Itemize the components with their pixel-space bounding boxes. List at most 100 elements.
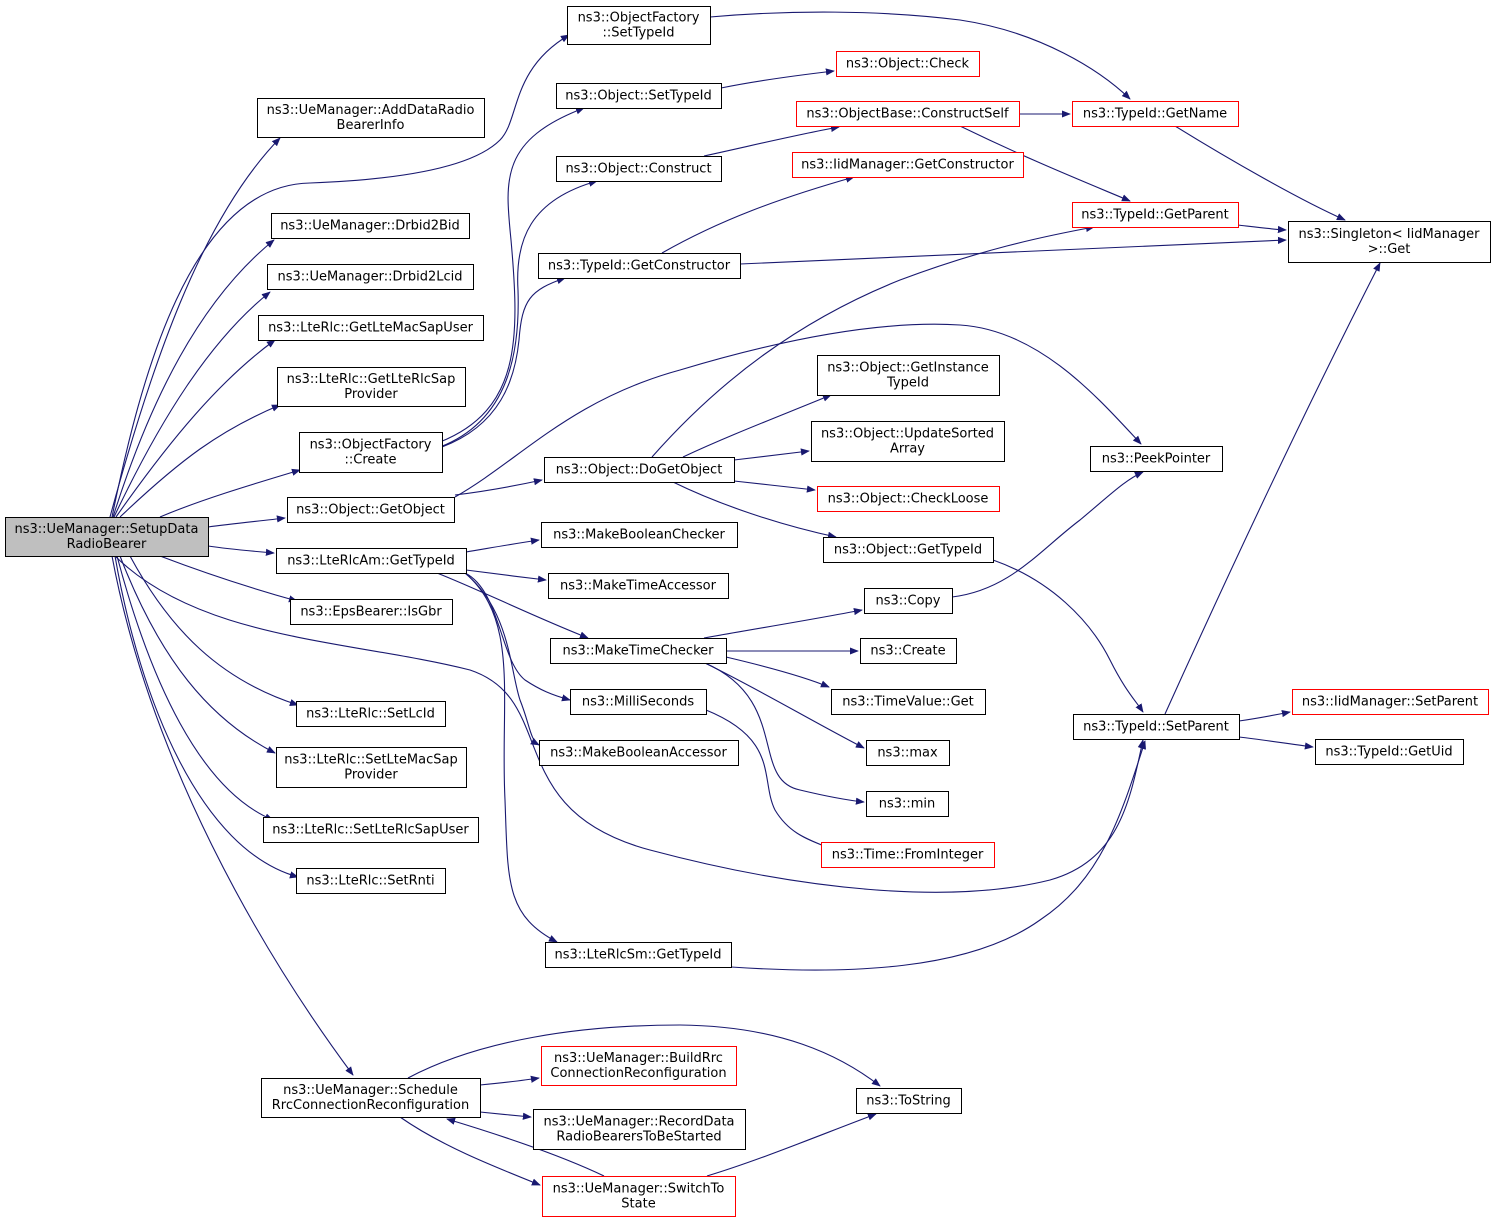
node-box[interactable] — [299, 432, 443, 473]
node-copy[interactable]: ns3::Copy — [864, 588, 953, 614]
node-box[interactable] — [544, 457, 735, 483]
node-box[interactable] — [258, 315, 484, 341]
node-recordDrb[interactable]: ns3::UeManager::RecordDataRadioBearersTo… — [533, 1109, 746, 1150]
node-box[interactable] — [290, 599, 453, 625]
node-box[interactable] — [267, 264, 474, 290]
node-box[interactable] — [567, 6, 711, 45]
node-box[interactable] — [541, 522, 738, 548]
node-box[interactable] — [271, 213, 470, 239]
node-tidSetParent[interactable]: ns3::TypeId::SetParent — [1073, 714, 1240, 740]
node-constructSelf[interactable]: ns3::ObjectBase::ConstructSelf — [796, 101, 1020, 127]
node-box[interactable] — [1292, 689, 1489, 715]
node-box[interactable] — [1315, 739, 1464, 765]
node-iidSetParent[interactable]: ns3::IidManager::SetParent — [1292, 689, 1489, 715]
node-box[interactable] — [796, 101, 1020, 127]
node-box[interactable] — [823, 537, 994, 563]
node-box[interactable] — [296, 701, 446, 727]
node-box[interactable] — [1072, 101, 1239, 127]
node-construct[interactable]: ns3::Object::Construct — [556, 156, 722, 182]
node-box[interactable] — [866, 740, 950, 766]
node-min[interactable]: ns3::min — [866, 791, 949, 817]
node-box[interactable] — [817, 486, 1000, 512]
node-box[interactable] — [866, 791, 949, 817]
node-mkBoolAcc[interactable]: ns3::MakeBooleanAccessor — [539, 740, 739, 766]
node-box[interactable] — [542, 1176, 736, 1217]
node-box[interactable] — [538, 253, 741, 279]
node-setRlcSapUser[interactable]: ns3::LteRlc::SetLteRlcSapUser — [263, 817, 479, 843]
node-singleton[interactable]: ns3::Singleton< IidManager>::Get — [1288, 221, 1491, 263]
node-schedRrc[interactable]: ns3::UeManager::ScheduleRrcConnectionRec… — [261, 1078, 481, 1118]
node-amGetTid[interactable]: ns3::LteRlcAm::GetTypeId — [276, 548, 467, 574]
node-box[interactable] — [550, 638, 727, 664]
node-box[interactable] — [792, 152, 1024, 178]
node-peekPtr[interactable]: ns3::PeekPointer — [1090, 446, 1223, 472]
node-mkTimeChk[interactable]: ns3::MakeTimeChecker — [550, 638, 727, 664]
node-create[interactable]: ns3::Create — [860, 638, 957, 664]
node-box[interactable] — [548, 573, 729, 599]
node-objGetTid[interactable]: ns3::Object::GetTypeId — [823, 537, 994, 563]
node-objSetTypeId[interactable]: ns3::Object::SetTypeId — [556, 83, 722, 109]
node-box[interactable] — [263, 817, 479, 843]
node-getParent[interactable]: ns3::TypeId::GetParent — [1072, 202, 1239, 228]
node-box[interactable] — [5, 517, 209, 557]
node-mkBoolChk[interactable]: ns3::MakeBooleanChecker — [541, 522, 738, 548]
node-box[interactable] — [276, 548, 467, 574]
node-box[interactable] — [556, 83, 722, 109]
node-tidGetCtor[interactable]: ns3::TypeId::GetConstructor — [538, 253, 741, 279]
node-box[interactable] — [831, 689, 986, 715]
node-buildRrc[interactable]: ns3::UeManager::BuildRrcConnectionReconf… — [541, 1046, 737, 1086]
node-box[interactable] — [1090, 446, 1223, 472]
node-ofSetTypeId[interactable]: ns3::ObjectFactory::SetTypeId — [567, 6, 711, 45]
node-box[interactable] — [1288, 221, 1491, 263]
node-box[interactable] — [257, 98, 485, 138]
node-isGbr[interactable]: ns3::EpsBearer::IsGbr — [290, 599, 453, 625]
node-ms[interactable]: ns3::MilliSeconds — [570, 689, 707, 715]
node-toString[interactable]: ns3::ToString — [856, 1088, 962, 1114]
node-box[interactable] — [860, 638, 957, 664]
node-box[interactable] — [836, 51, 980, 77]
node-box[interactable] — [287, 497, 455, 523]
node-drbid2bid[interactable]: ns3::UeManager::Drbid2Bid — [271, 213, 470, 239]
node-smGetTid[interactable]: ns3::LteRlcSm::GetTypeId — [545, 942, 732, 968]
node-getName[interactable]: ns3::TypeId::GetName — [1072, 101, 1239, 127]
node-box[interactable] — [261, 1078, 481, 1118]
node-timeValGet[interactable]: ns3::TimeValue::Get — [831, 689, 986, 715]
node-getMacSapUser[interactable]: ns3::LteRlc::GetLteMacSapUser — [258, 315, 484, 341]
node-box[interactable] — [539, 740, 739, 766]
node-box[interactable] — [570, 689, 707, 715]
node-doGetObj[interactable]: ns3::Object::DoGetObject — [544, 457, 735, 483]
node-drbid2lcid[interactable]: ns3::UeManager::Drbid2Lcid — [267, 264, 474, 290]
node-getObject[interactable]: ns3::Object::GetObject — [287, 497, 455, 523]
node-box[interactable] — [277, 367, 466, 407]
node-mkTimeAcc[interactable]: ns3::MakeTimeAccessor — [548, 573, 729, 599]
node-box[interactable] — [296, 868, 446, 894]
node-objCheck[interactable]: ns3::Object::Check — [836, 51, 980, 77]
node-box[interactable] — [864, 588, 953, 614]
node-box[interactable] — [533, 1109, 746, 1150]
node-checkLoose[interactable]: ns3::Object::CheckLoose — [817, 486, 1000, 512]
node-fromInt[interactable]: ns3::Time::FromInteger — [821, 842, 995, 868]
node-max[interactable]: ns3::max — [866, 740, 950, 766]
node-box[interactable] — [276, 747, 467, 788]
node-ofCreate[interactable]: ns3::ObjectFactory::Create — [299, 432, 443, 473]
node-box[interactable] — [556, 156, 722, 182]
node-box[interactable] — [1073, 714, 1240, 740]
node-box[interactable] — [811, 421, 1005, 462]
node-box[interactable] — [817, 355, 1000, 396]
node-getUid[interactable]: ns3::TypeId::GetUid — [1315, 739, 1464, 765]
node-box[interactable] — [1072, 202, 1239, 228]
node-setRnti[interactable]: ns3::LteRlc::SetRnti — [296, 868, 446, 894]
node-box[interactable] — [821, 842, 995, 868]
node-box[interactable] — [856, 1088, 962, 1114]
node-box[interactable] — [541, 1046, 737, 1086]
node-iidGetCtor[interactable]: ns3::IidManager::GetConstructor — [792, 152, 1024, 178]
node-box[interactable] — [545, 942, 732, 968]
node-setLcId[interactable]: ns3::LteRlc::SetLcId — [296, 701, 446, 727]
